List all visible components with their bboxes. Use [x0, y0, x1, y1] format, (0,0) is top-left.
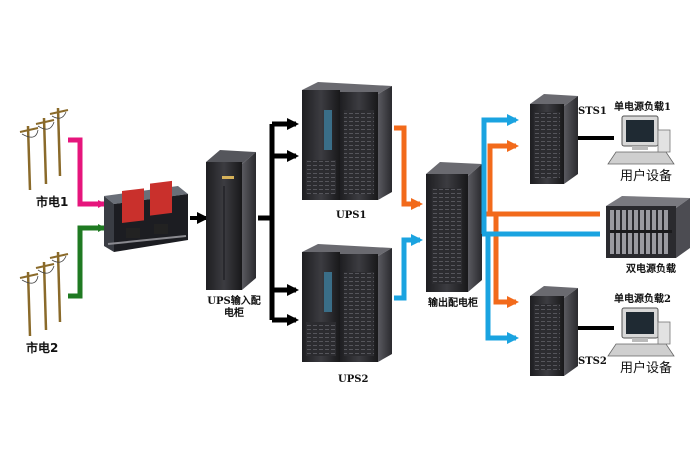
- ups1-to-output-arrow: [394, 125, 423, 210]
- ups1-cabinet-icon: [302, 82, 392, 200]
- ups1-label: UPS1: [336, 210, 367, 221]
- sts1-cabinet-icon: [530, 94, 578, 184]
- sts1-label: STS1: [578, 106, 607, 117]
- output-cabinet-icon: [426, 162, 482, 292]
- single-load1-label: 单电源负载1: [614, 102, 671, 113]
- single-load2-label: 单电源负载2: [614, 294, 671, 305]
- ups2-to-output-arrow: [394, 234, 423, 301]
- grid2-feed-line: [68, 224, 106, 299]
- dual-load-label: 双电源负载: [626, 264, 676, 275]
- computer-icon-load1: [607, 115, 675, 165]
- grid1-feed-line: [68, 137, 106, 208]
- computer-icon-load2: [607, 307, 675, 357]
- user-equipment2-label: 用户设备: [620, 361, 673, 376]
- ups-input-cabinet-icon: [206, 150, 256, 290]
- output-distribution-lines: [481, 114, 600, 344]
- grid1-label: 市电1: [36, 195, 69, 209]
- ups2-label: UPS2: [338, 374, 369, 385]
- output-cabinet-label: 输出配电柜: [428, 298, 478, 309]
- user-equipment1-label: 用户设备: [620, 169, 673, 184]
- ats-switch-icon: [104, 180, 188, 252]
- sts2-cabinet-icon: [530, 286, 578, 376]
- ups-input-cabinet-label-line1: UPS输入配: [207, 296, 261, 307]
- sts2-label: STS2: [578, 356, 607, 367]
- input-to-ups-arrows: [258, 118, 299, 326]
- grid2-label: 市电2: [26, 341, 59, 355]
- server-rack-icon: [606, 196, 690, 258]
- ups-input-cabinet-label: UPS输入配 电柜: [204, 296, 264, 319]
- utility-pole-icon-grid1: [19, 107, 69, 191]
- utility-pole-icon-grid2: [19, 251, 69, 337]
- ups2-cabinet-icon: [302, 244, 392, 362]
- ups-input-cabinet-label-line2: 电柜: [224, 307, 244, 319]
